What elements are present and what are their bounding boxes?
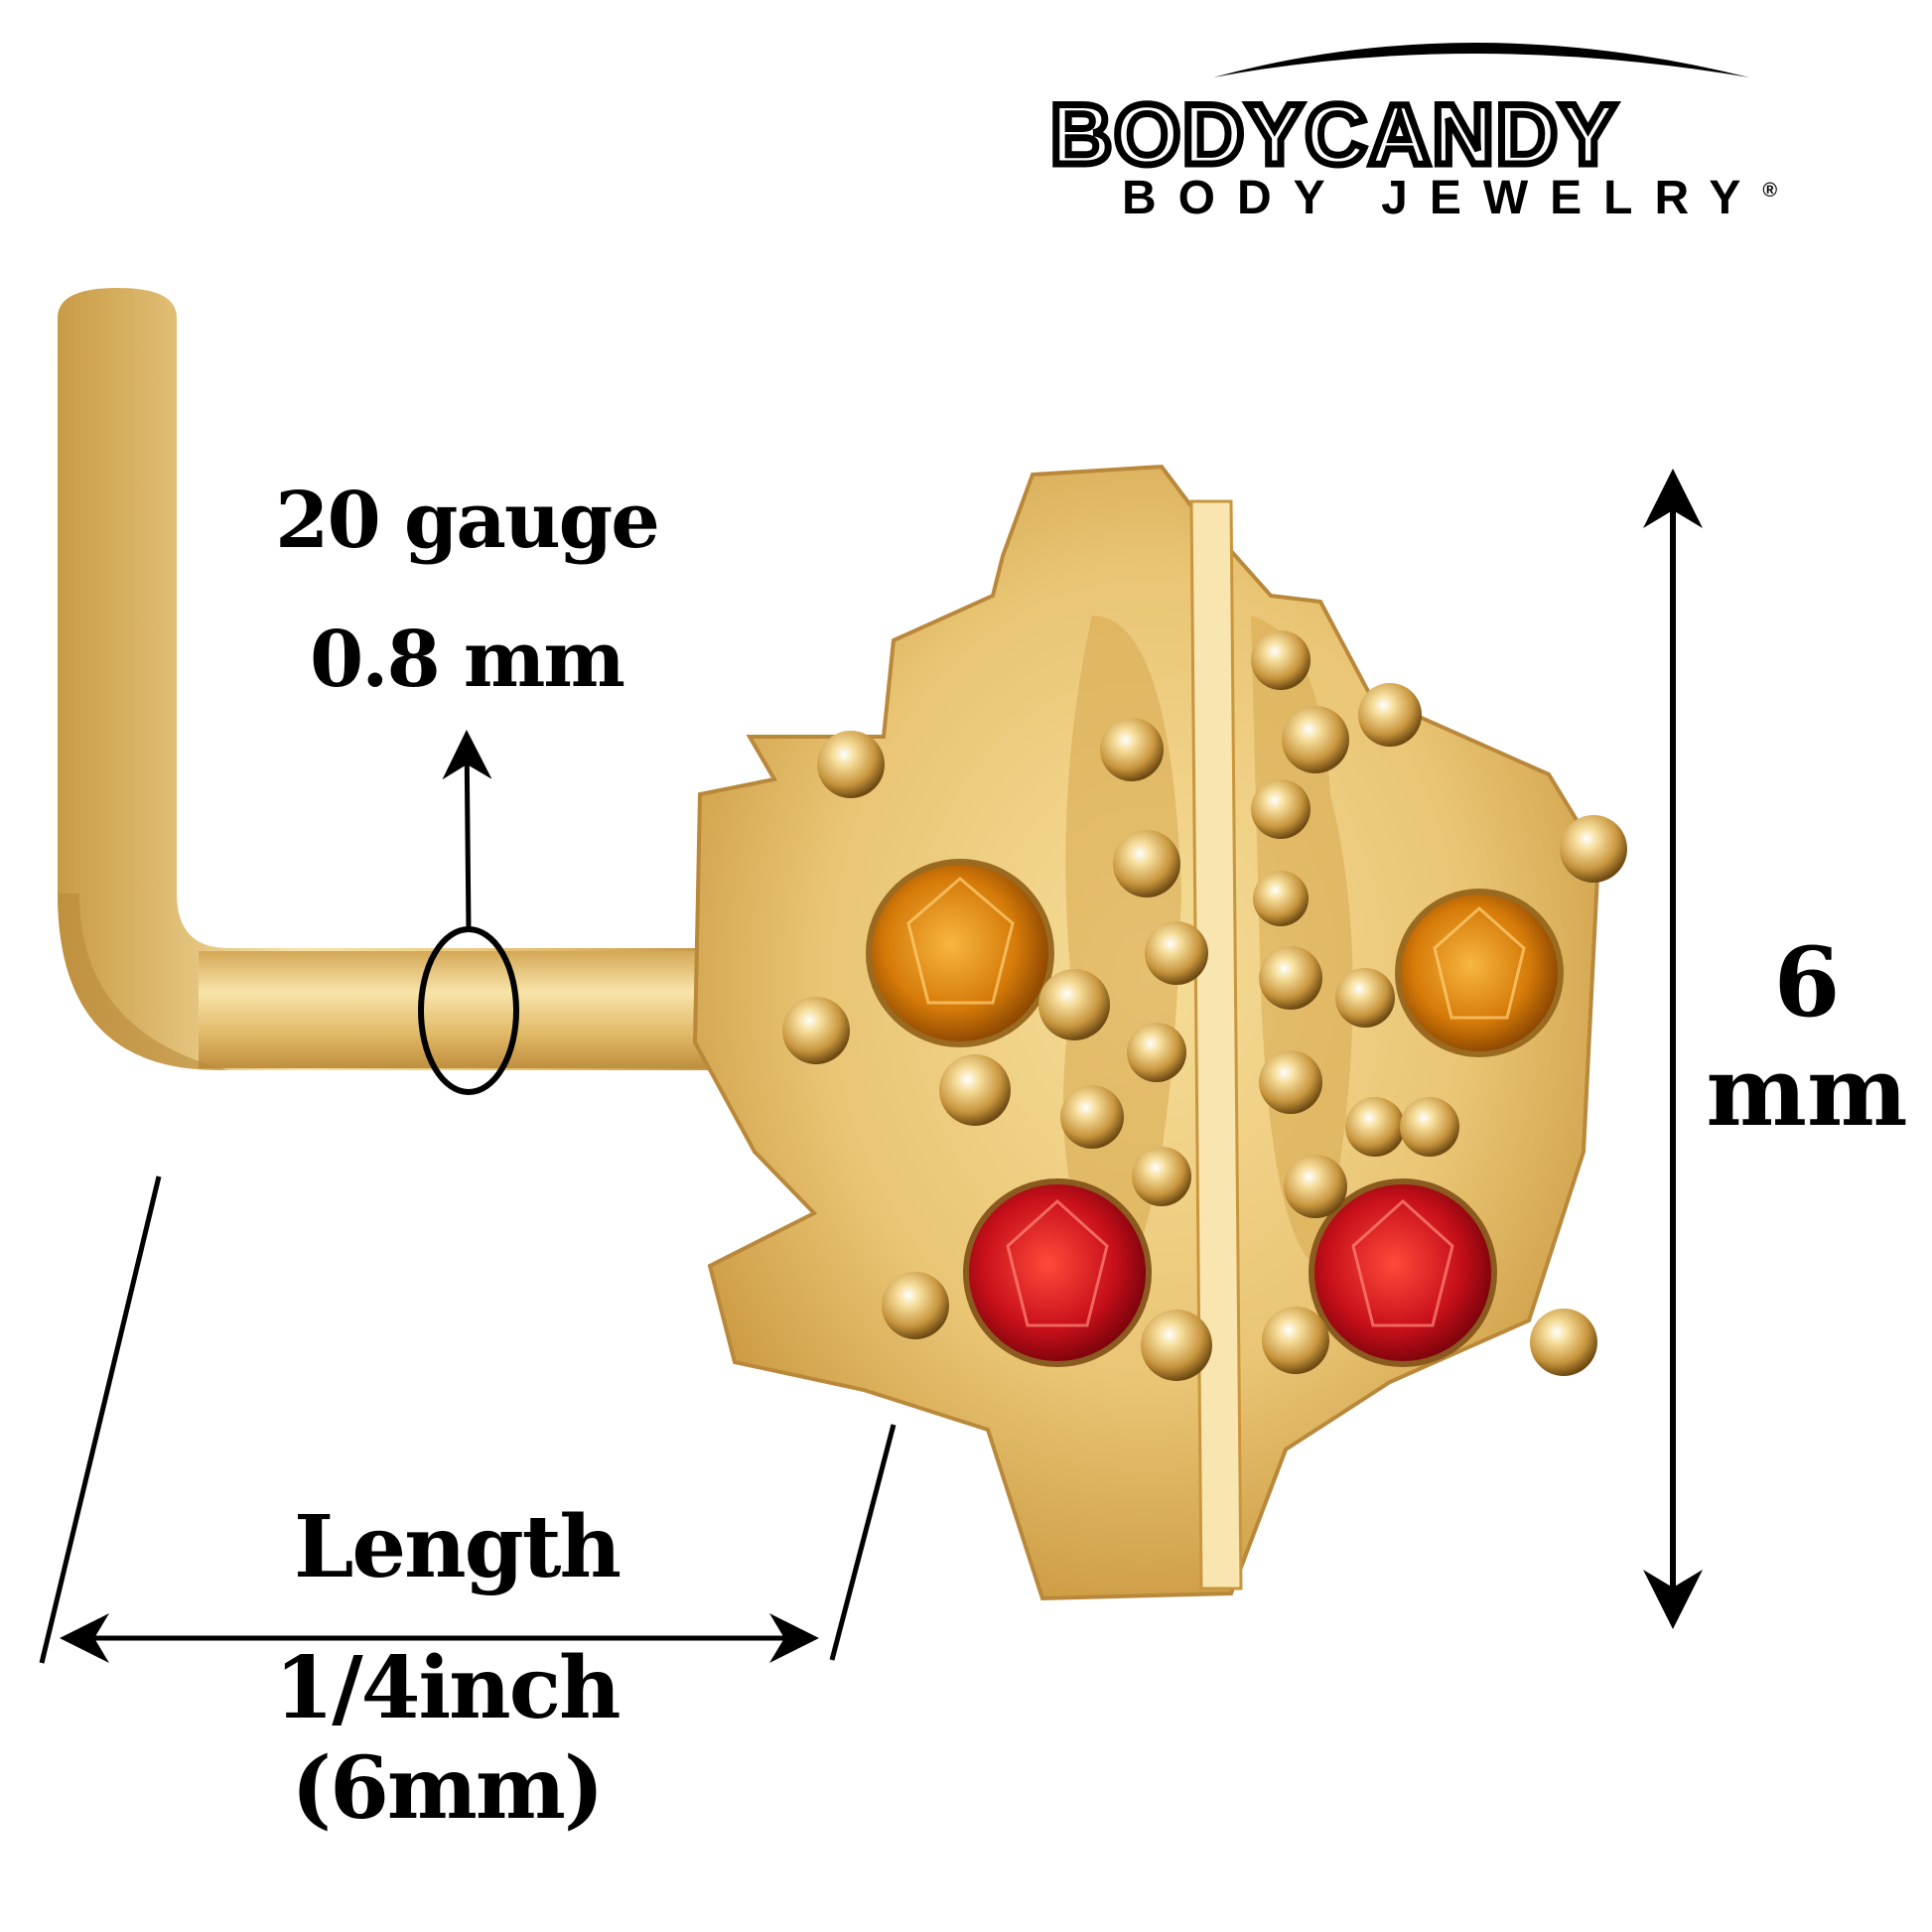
gauge-line-2: 0.8 mm (310, 615, 625, 705)
nose-stud-post (58, 288, 755, 1070)
height-line-2: mm (1706, 1035, 1908, 1148)
brand-swoosh (1213, 43, 1749, 77)
red-gem-right (1309, 1178, 1497, 1367)
gauge-line-1: 20 gauge (275, 476, 660, 566)
gauge-label: 20 gauge 0.8 mm (218, 452, 715, 730)
brand-tagline-text: BODY JEWELRY (1122, 172, 1763, 224)
amber-gem-right (1395, 889, 1564, 1057)
height-label: 6 mm (1688, 928, 1926, 1147)
brand-logo-name: BODYCANDY (1047, 87, 1620, 183)
height-line-1: 6 (1773, 926, 1841, 1038)
length-dimension (39, 1175, 897, 1664)
gauge-indicator (418, 730, 519, 1095)
red-gem-left (963, 1178, 1152, 1367)
amber-gem-left (866, 859, 1054, 1047)
length-value: 1/4inch (6mm) (274, 1638, 621, 1839)
gold-beads (782, 630, 1627, 1381)
length-label: Length (293, 1497, 621, 1597)
registered-mark: ® (1762, 180, 1778, 202)
brand-tagline: BODY JEWELRY® (1122, 171, 1896, 225)
